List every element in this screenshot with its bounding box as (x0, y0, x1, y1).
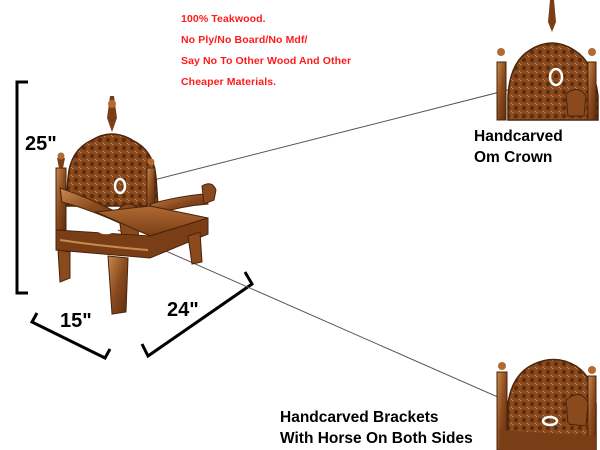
bracket-callout: Handcarved Brackets With Horse On Both S… (280, 407, 473, 449)
crown-zoom-ring (548, 67, 564, 87)
depth-dimension-label: 24" (167, 299, 199, 321)
crown-callout: Handcarved Om Crown (474, 126, 563, 168)
crown-zoom-image (496, 0, 599, 121)
promo-line-2: No Ply/No Board/No Mdf/ (181, 34, 308, 46)
crown-marker-ring (113, 177, 127, 195)
crown-callout-line-1: Handcarved (474, 128, 563, 145)
promo-line-3: Say No To Other Wood And Other (181, 55, 352, 67)
height-bracket (15, 80, 28, 295)
bracket-zoom-image (496, 358, 597, 450)
bracket-zoom-ring (541, 415, 559, 427)
promo-text-block: 100% Teakwood. No Ply/No Board/No Mdf/ S… (181, 9, 351, 93)
promo-line-1: 100% Teakwood. (181, 13, 266, 25)
leader-line-bracket (117, 229, 551, 421)
leader-lines (117, 77, 556, 421)
depth-bracket (140, 271, 254, 359)
bracket-callout-line-1: Handcarved Brackets (280, 409, 439, 426)
promo-line-4: Cheaper Materials. (181, 76, 277, 88)
width-bracket (29, 312, 112, 360)
bracket-callout-line-2: With Horse On Both Sides (280, 430, 473, 447)
bracket-marker-ring (96, 223, 116, 235)
width-dimension-label: 15" (60, 310, 92, 332)
crown-callout-line-2: Om Crown (474, 149, 553, 166)
chair-image (55, 96, 217, 315)
height-dimension-label: 25" (25, 133, 57, 155)
leader-line-crown (129, 77, 556, 187)
